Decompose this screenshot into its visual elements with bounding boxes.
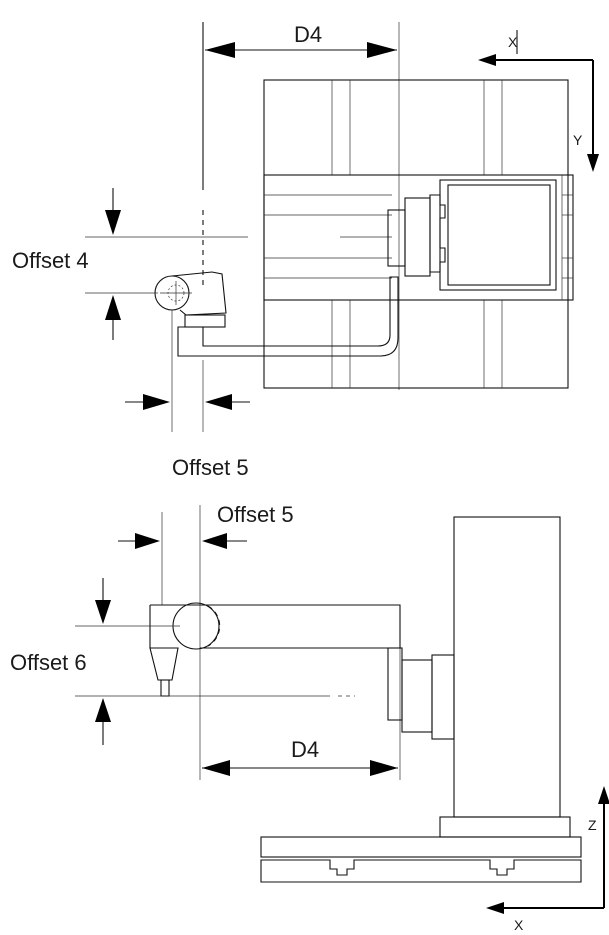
offset4-label: Offset 4 bbox=[12, 248, 89, 273]
x-axis-label-top: X bbox=[508, 34, 518, 50]
d4-dimension-side: D4 bbox=[202, 648, 401, 780]
offset5-label-side: Offset 5 bbox=[217, 502, 294, 527]
zx-axis-indicator: Z X bbox=[486, 786, 609, 933]
d4-label-top: D4 bbox=[294, 22, 322, 47]
top-view: D4 X Y bbox=[12, 22, 599, 480]
machine-table-side bbox=[260, 836, 582, 883]
offset6-dimension: Offset 6 bbox=[10, 578, 355, 745]
offset5-label-top: Offset 5 bbox=[172, 455, 249, 480]
z-axis-label: Z bbox=[588, 817, 597, 833]
machine-housing-top bbox=[263, 79, 574, 389]
x-axis-label-side: X bbox=[514, 917, 524, 933]
offset5-dimension-top: Offset 5 bbox=[125, 310, 250, 480]
d4-label-side: D4 bbox=[291, 737, 319, 762]
probe-head-top bbox=[154, 271, 227, 316]
offset6-label: Offset 6 bbox=[10, 650, 87, 675]
probe-arm-side bbox=[149, 602, 401, 697]
xy-axis-indicator: X Y bbox=[478, 30, 599, 172]
probe-arm-top bbox=[177, 276, 399, 357]
offset4-dimension: Offset 4 bbox=[12, 188, 248, 340]
offset5-dimension-side: Offset 5 bbox=[118, 502, 294, 780]
d4-dimension-top: D4 bbox=[202, 22, 400, 390]
y-axis-label-top: Y bbox=[573, 132, 583, 148]
side-view: Offset 5 Offset 6 D4 bbox=[10, 502, 609, 933]
machine-column-side bbox=[387, 516, 571, 838]
